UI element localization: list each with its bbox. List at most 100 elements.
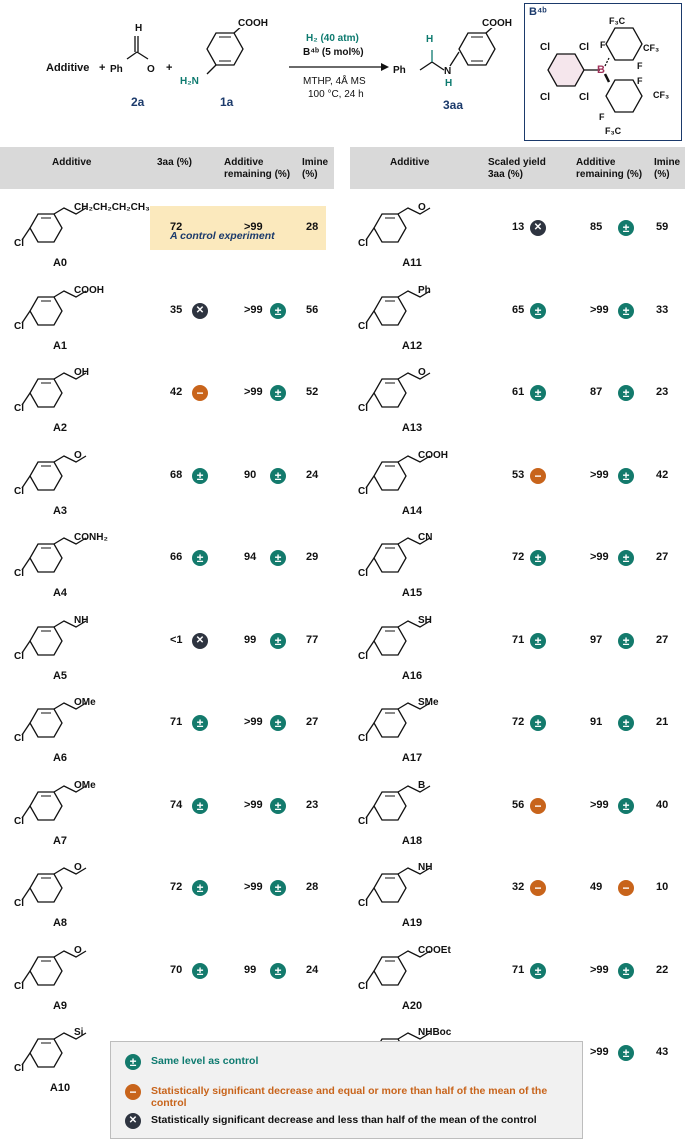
additive-structure xyxy=(21,702,87,738)
remaining-value: >99 xyxy=(590,468,609,481)
additive-label: A2 xyxy=(52,422,68,434)
additive-structure xyxy=(21,867,87,903)
additive-structure xyxy=(365,784,431,821)
left-table-header: Additive 3aa (%) Additive remaining (%) … xyxy=(0,147,334,189)
substituent-label: O xyxy=(74,944,82,956)
yield-value: 71 xyxy=(512,633,525,646)
yield-value: 71 xyxy=(170,716,183,728)
imine-value: 29 xyxy=(306,551,319,563)
plus-minus-icon: ± xyxy=(530,715,546,731)
plus-minus-icon: ± xyxy=(270,385,286,401)
chloro-label: Cl xyxy=(358,733,368,744)
additive-label: A16 xyxy=(401,669,423,682)
aldehyde-h: H xyxy=(135,23,143,34)
minus-icon: − xyxy=(618,880,634,896)
imine-value: 23 xyxy=(656,386,669,398)
additive-structure xyxy=(365,454,431,491)
substituent-label: OMe xyxy=(74,779,96,791)
aldehyde-o: O xyxy=(147,64,155,75)
product-h-n: H xyxy=(445,78,453,89)
plus-minus-icon: ± xyxy=(530,962,546,979)
substituent-label: NHBoc xyxy=(418,1027,452,1038)
right-table-header: Additive Scaled yield 3aa (%) Additive r… xyxy=(350,147,685,189)
yield-value: 56 xyxy=(512,798,525,811)
plus-minus-icon: ± xyxy=(618,962,634,979)
yield-value: 71 xyxy=(512,963,525,976)
additive-label: A6 xyxy=(52,752,68,764)
additive-structure xyxy=(365,949,431,986)
remaining-value: 97 xyxy=(590,633,603,646)
imine-value: 21 xyxy=(656,716,669,728)
plus-minus-icon: ± xyxy=(618,797,634,814)
yield-value: 68 xyxy=(170,468,183,481)
plus-minus-icon: ± xyxy=(618,1045,634,1061)
condition-h2: H₂ (40 atm) xyxy=(306,33,359,44)
chloro-label: Cl xyxy=(358,650,368,662)
benzaldehyde-structure xyxy=(126,36,149,60)
substituent-label: CN xyxy=(418,532,433,543)
plus-minus-icon: ± xyxy=(192,797,208,814)
plus-minus-icon: ± xyxy=(192,715,208,731)
plus-minus-icon: ± xyxy=(192,467,208,484)
plus-minus-icon: ± xyxy=(530,302,546,319)
additive-label: A14 xyxy=(401,504,423,517)
yield-value: 53 xyxy=(512,468,525,481)
substituent-label: SH xyxy=(418,614,432,626)
chloro-label: Cl xyxy=(358,980,368,992)
yield-value: 72 xyxy=(170,221,183,233)
scheme-plus-2: + xyxy=(166,62,173,74)
aldehyde-ph: Ph xyxy=(110,64,123,75)
additive-label: A19 xyxy=(401,917,423,929)
remaining-value: >99 xyxy=(590,1046,609,1058)
chloro-label: Cl xyxy=(358,898,368,909)
cat-boron: B xyxy=(597,64,605,76)
right-header-yield: Scaled yield 3aa (%) xyxy=(488,157,546,180)
remaining-value: 90 xyxy=(244,468,257,481)
imine-value: 23 xyxy=(306,798,319,811)
yield-value: 35 xyxy=(170,303,183,316)
minus-icon: − xyxy=(125,1084,141,1100)
chloro-label: Cl xyxy=(14,320,24,332)
minus-icon: − xyxy=(192,385,208,401)
chloro-label: Cl xyxy=(358,238,368,249)
remaining-value: >99 xyxy=(590,963,609,976)
additive-structure xyxy=(21,289,87,326)
substituent-label: O xyxy=(74,449,82,461)
chloro-label: Cl xyxy=(358,320,368,332)
left-header-additive: Additive xyxy=(52,157,92,168)
remaining-value: 91 xyxy=(590,716,603,728)
condition-temp: 100 °C, 24 h xyxy=(308,89,364,100)
plus-minus-icon: ± xyxy=(270,550,286,566)
minus-icon: − xyxy=(530,880,546,896)
chloro-label: Cl xyxy=(14,238,24,249)
plus-minus-icon: ± xyxy=(270,467,286,484)
cat-f-1: F xyxy=(600,40,606,50)
additive-structure xyxy=(21,949,87,986)
plus-minus-icon: ± xyxy=(270,880,286,896)
catalyst-box: B⁴ᵇ Cl Cl Cl Cl B F₃C CF₃ CF₃ F₃C F F F … xyxy=(524,3,682,141)
right-header-additive: Additive xyxy=(390,157,430,168)
remaining-value: >99 xyxy=(244,386,263,398)
remaining-value: 49 xyxy=(590,881,603,893)
remaining-value: >99 xyxy=(244,798,263,811)
yield-value: 72 xyxy=(512,551,525,563)
additive-structure xyxy=(21,537,87,573)
scheme-additive: Additive xyxy=(46,62,90,74)
cat-cl-1: Cl xyxy=(540,42,550,53)
additive-structure xyxy=(365,619,431,656)
scheme-plus-1: + xyxy=(99,62,106,74)
chloro-label: Cl xyxy=(14,815,24,827)
plus-minus-icon: ± xyxy=(125,1054,141,1070)
plus-minus-icon: ± xyxy=(270,632,286,649)
minus-icon: − xyxy=(530,797,546,814)
chloro-label: Cl xyxy=(358,403,368,414)
plus-minus-icon: ± xyxy=(270,715,286,731)
additive-label: A13 xyxy=(401,422,423,434)
yield-value: 13 xyxy=(512,221,525,233)
chloro-label: Cl xyxy=(14,403,24,414)
yield-value: 70 xyxy=(170,963,183,976)
imine-value: 22 xyxy=(656,963,669,976)
chloro-label: Cl xyxy=(14,980,24,992)
cat-f-2: F xyxy=(637,61,643,71)
cross-icon: ✕ xyxy=(530,220,546,236)
